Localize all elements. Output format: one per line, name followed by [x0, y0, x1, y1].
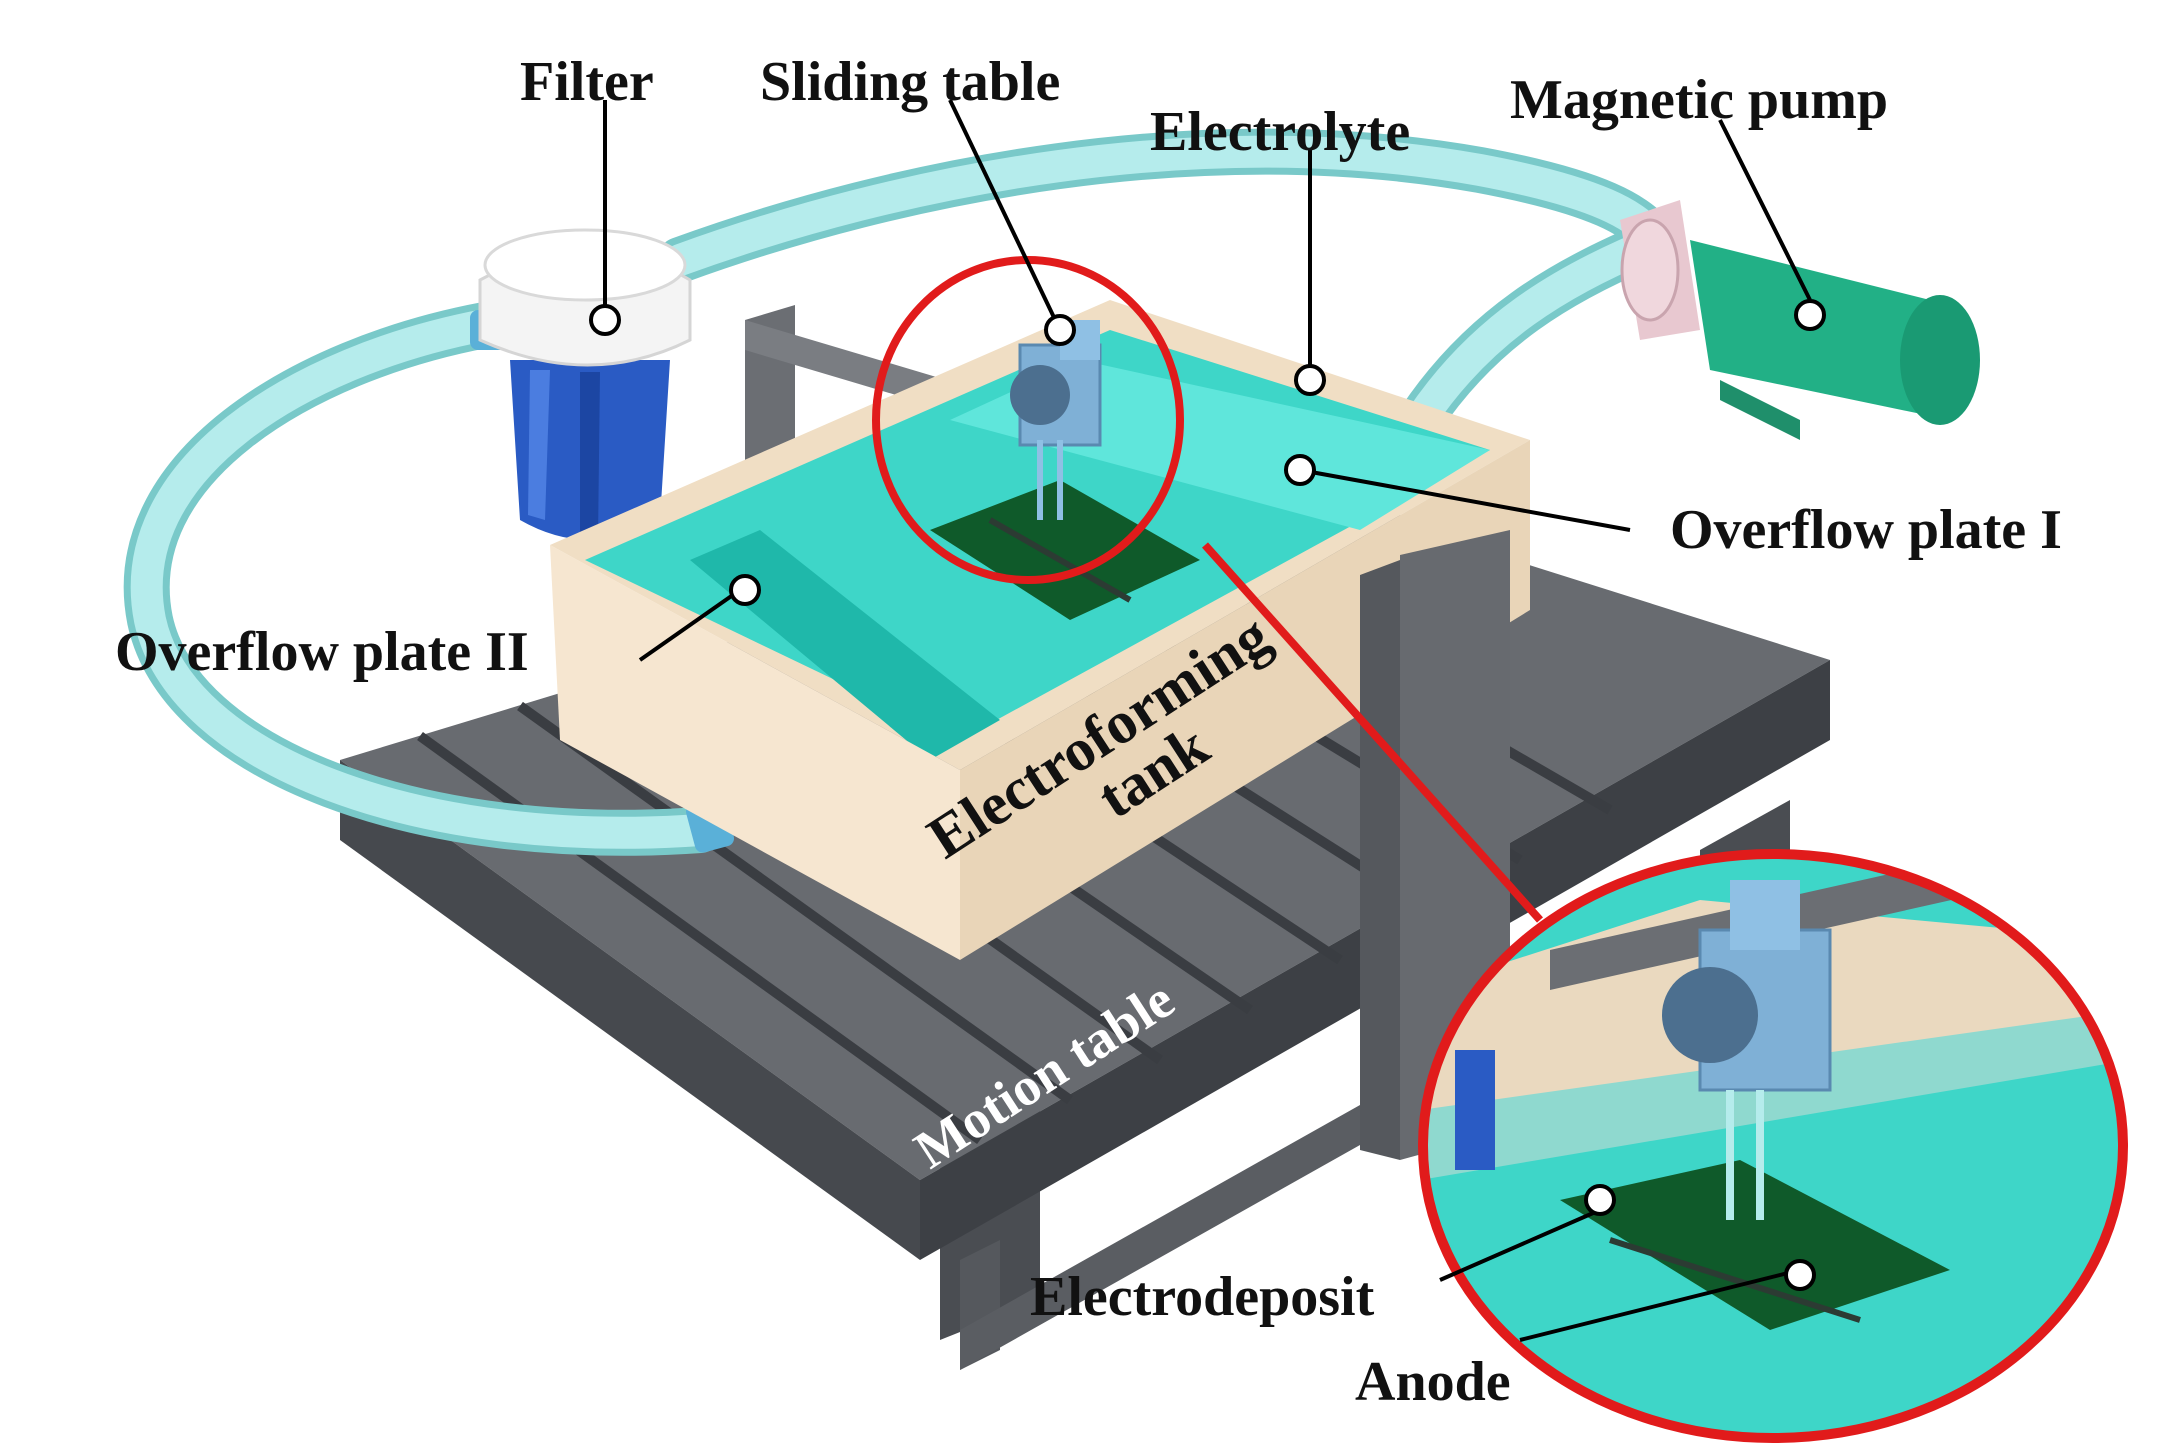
- label-magnetic-pump: Magnetic pump: [1510, 69, 1888, 131]
- sliding-table: [1010, 320, 1102, 520]
- magnetic-pump: [1620, 200, 1980, 440]
- label-electrolyte: Electrolyte: [1150, 101, 1410, 163]
- label-sliding-table: Sliding table: [760, 51, 1060, 113]
- sliding-table-marker: [1044, 314, 1076, 346]
- overflow-plate-1-marker: [1284, 454, 1316, 486]
- label-anode: Anode: [1355, 1351, 1511, 1413]
- label-overflow-plate-1: Overflow plate I: [1670, 499, 2062, 561]
- zoom-callout: [872, 256, 2128, 1443]
- label-overflow-plate-2: Overflow plate II: [115, 621, 529, 683]
- electrolyte-marker: [1294, 364, 1326, 396]
- overflow-plate-2-marker: [729, 574, 761, 606]
- anode-marker: [1784, 1259, 1816, 1291]
- filter-marker: [589, 304, 621, 336]
- leader-lines: [603, 99, 1812, 1342]
- filter: [478, 228, 692, 540]
- electrodeposit-marker: [1584, 1184, 1616, 1216]
- magnetic-pump-marker: [1794, 299, 1826, 331]
- marker-dots: [589, 299, 1826, 1291]
- label-electrodeposit: Electrodeposit: [1030, 1266, 1375, 1328]
- label-filter: Filter: [520, 51, 654, 113]
